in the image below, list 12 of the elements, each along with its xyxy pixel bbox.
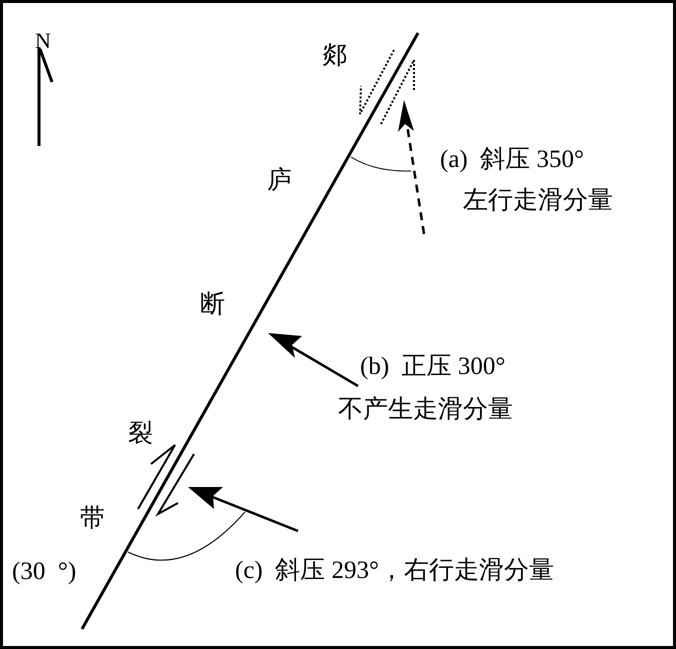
fault-name-character: 庐	[267, 167, 292, 195]
angle-label: (30 °)	[12, 558, 76, 586]
fault-name-character: 断	[200, 291, 225, 319]
stress-label: (b) 正压 300°	[360, 353, 506, 381]
fault-name-character: 裂	[128, 420, 153, 448]
stress-label: (c) 斜压 293°，右行走滑分量	[235, 557, 554, 585]
fault-name-character: 带	[80, 505, 105, 533]
stress-label: 不产生走滑分量	[338, 396, 513, 424]
fault-name-character: 郯	[322, 42, 347, 70]
stress-label: (a) 斜压 350°	[440, 146, 584, 174]
compass-letter: N	[35, 27, 51, 55]
stress-label: 左行走滑分量	[463, 187, 613, 215]
